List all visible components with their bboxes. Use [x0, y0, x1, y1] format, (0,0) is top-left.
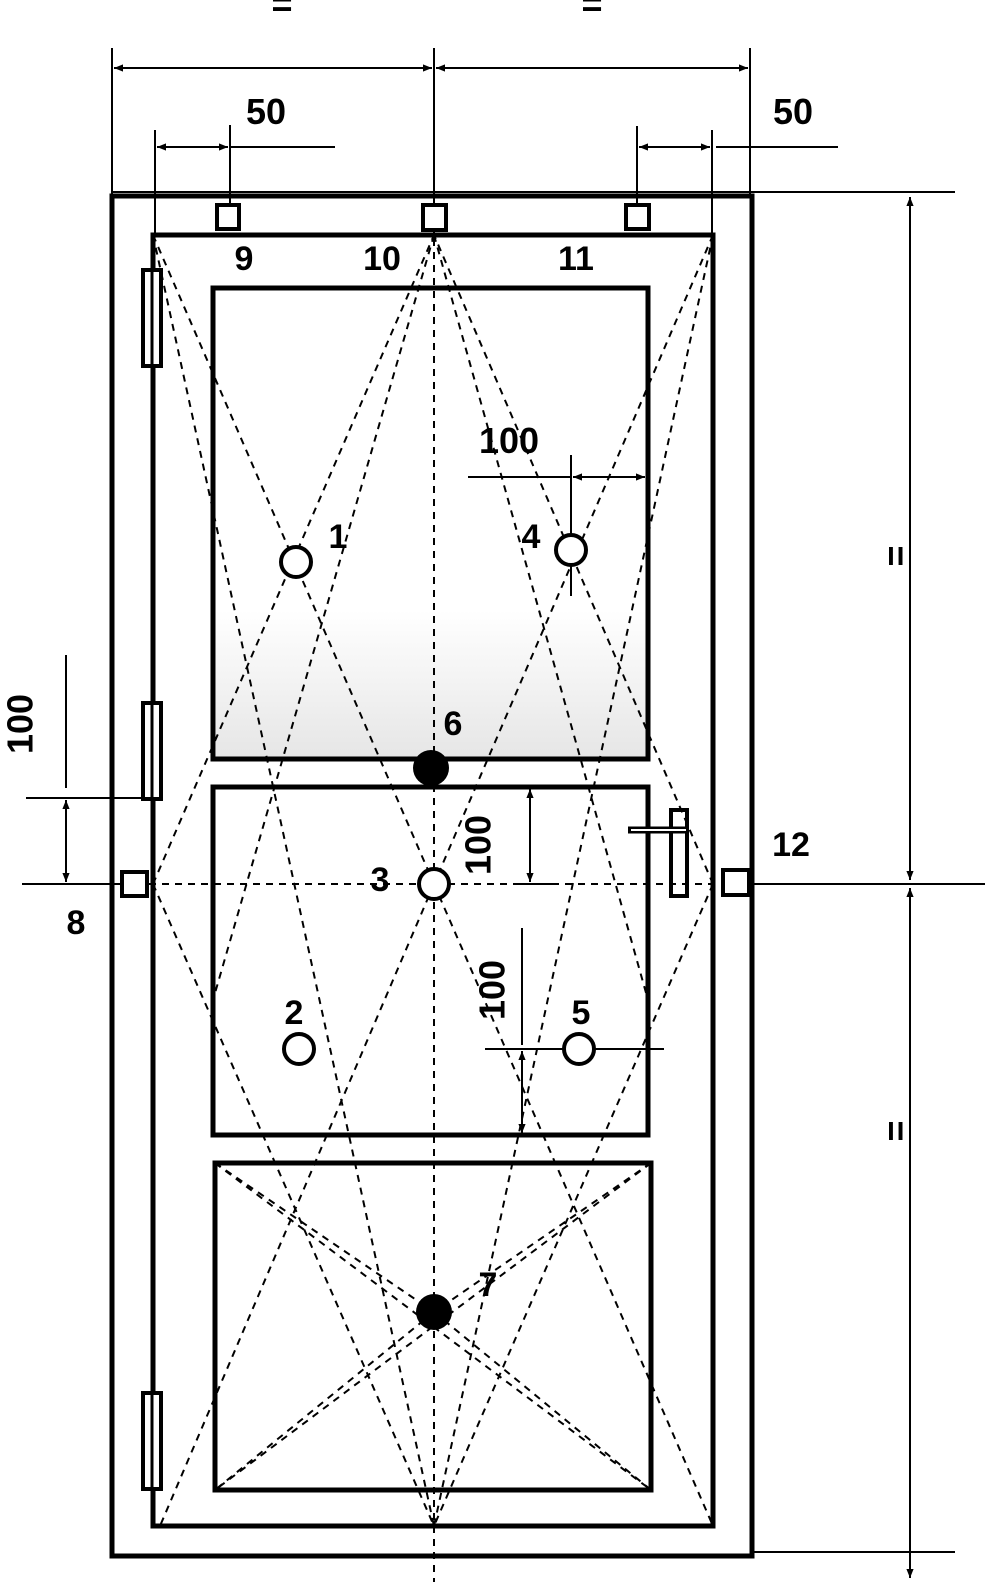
middle-panel — [210, 784, 651, 1138]
equal-mark-top-right: = — [581, 0, 602, 24]
point-marker-2 — [282, 1032, 316, 1066]
point-marker-10 — [421, 203, 448, 232]
equal-mark-right-lower: = — [876, 1120, 917, 1141]
point-label-6: 6 — [444, 705, 463, 743]
dim-label-top-left-offset: 50 — [246, 91, 286, 132]
point-marker-4 — [554, 533, 588, 567]
point-marker-12 — [721, 868, 751, 897]
point-marker-9 — [215, 203, 241, 231]
point-marker-6 — [413, 750, 449, 786]
point-label-9: 9 — [235, 240, 254, 278]
point-marker-1 — [279, 545, 313, 579]
point-marker-8 — [120, 870, 149, 898]
dim-label-middle-lower-offset: 100 — [472, 960, 513, 1020]
point-marker-11 — [624, 203, 651, 231]
point-label-11: 11 — [558, 240, 594, 278]
dim-label-left-hinge-offset: 100 — [0, 694, 41, 754]
door-frame-outer — [109, 193, 755, 1559]
point-label-12: 12 — [772, 826, 810, 864]
point-label-4: 4 — [522, 518, 541, 556]
equal-mark-top-left: = — [271, 0, 292, 24]
upper-panel-glass-tint — [216, 610, 646, 758]
equal-mark-right-upper: = — [876, 545, 917, 566]
point-label-8: 8 — [67, 904, 86, 942]
point-marker-3 — [417, 867, 451, 901]
point-label-3: 3 — [371, 861, 390, 899]
point-label-1: 1 — [329, 518, 348, 556]
dim-label-middle-upper-offset: 100 — [458, 815, 499, 875]
dim-label-top-right-offset: 50 — [773, 91, 813, 132]
point-marker-5 — [562, 1032, 596, 1066]
point-label-2: 2 — [285, 994, 304, 1032]
point-label-10: 10 — [363, 240, 401, 278]
dim-label-upper-panel-inset: 100 — [479, 420, 539, 461]
point-label-5: 5 — [572, 994, 591, 1032]
point-label-7: 7 — [479, 1266, 498, 1304]
point-marker-7 — [416, 1294, 452, 1330]
